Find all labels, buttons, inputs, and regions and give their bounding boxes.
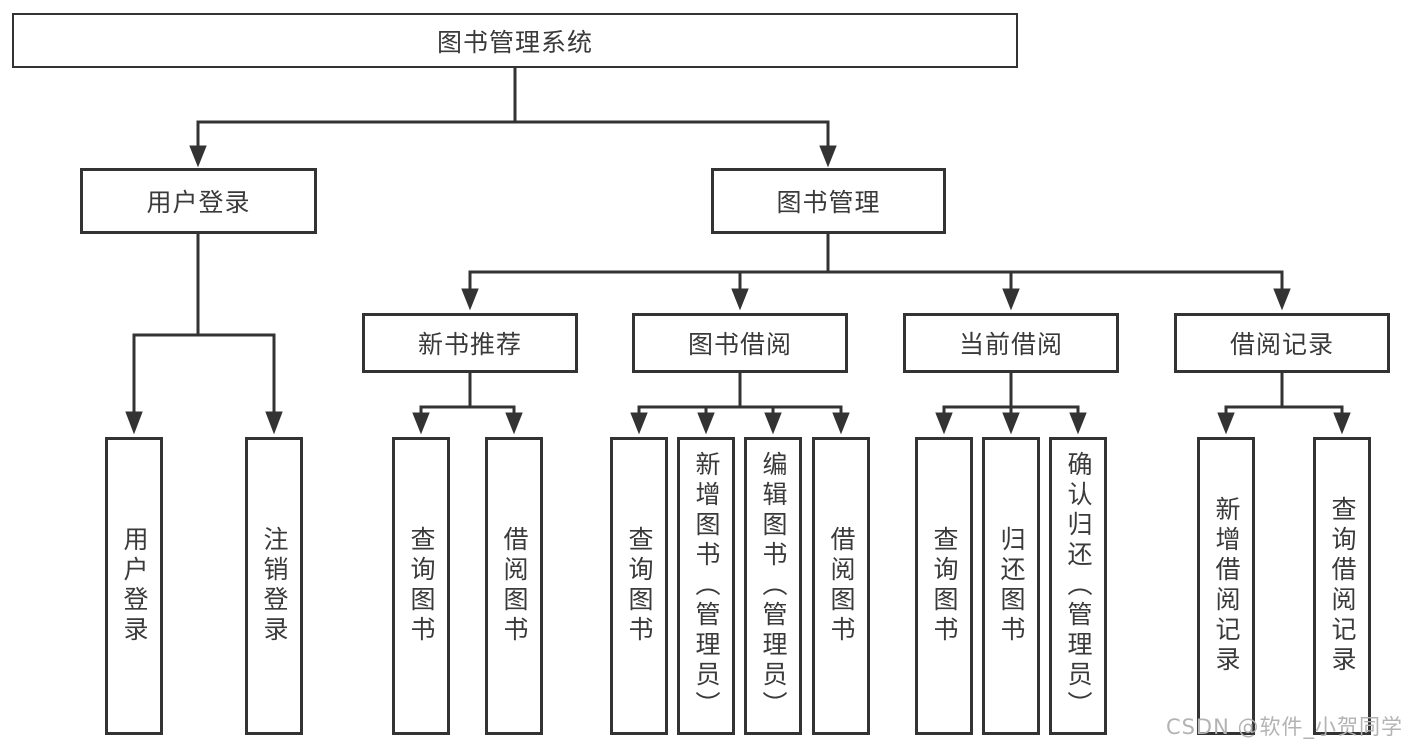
- node-label: 归还图书: [997, 526, 1026, 646]
- node-label: 查询借阅记录: [1328, 496, 1357, 676]
- node-label: 借阅记录: [1229, 330, 1334, 359]
- leaf-logout: 注销登录: [245, 437, 303, 735]
- node-label: 新书推荐: [417, 330, 522, 359]
- leaf-confirm-return-admin: 确认归还（管理员）: [1049, 437, 1107, 735]
- node-label: 查询图书: [625, 526, 654, 646]
- node-label: 编辑图书（管理员）: [759, 451, 788, 721]
- node-current-borrowing: 当前借阅: [903, 313, 1119, 373]
- connector-root-to-level2: [189, 68, 837, 168]
- node-book-borrowing: 图书借阅: [632, 313, 848, 373]
- leaf-query-borrow-record: 查询借阅记录: [1313, 437, 1371, 735]
- node-label: 借阅图书: [827, 526, 856, 646]
- node-label: 新增图书（管理员）: [692, 451, 721, 721]
- node-label: 新增借阅记录: [1212, 496, 1241, 676]
- node-label: 图书管理系统: [436, 27, 593, 57]
- node-label: 图书借阅: [687, 330, 792, 359]
- node-borrowing-records: 借阅记录: [1174, 313, 1390, 373]
- leaf-query-books-current: 查询图书: [915, 437, 973, 735]
- node-label: 图书管理: [776, 188, 881, 217]
- connector-newbooks-to-leaves: [412, 373, 523, 435]
- leaf-user-login: 用户登录: [105, 437, 163, 735]
- node-label: 注销登录: [260, 526, 289, 646]
- node-label: 用户登录: [146, 188, 251, 217]
- node-new-book-recommend: 新书推荐: [362, 313, 578, 373]
- node-label: 查询图书: [930, 526, 959, 646]
- connector-records-to-leaves: [1217, 373, 1351, 435]
- node-system-root: 图书管理系统: [12, 13, 1018, 68]
- leaf-borrow-books-recommend: 借阅图书: [485, 437, 543, 735]
- connector-borrowing-to-leaves: [630, 373, 850, 435]
- connector-bookmgmt-to-level3: [461, 234, 1291, 311]
- connector-current-to-leaves: [935, 373, 1087, 435]
- leaf-edit-books-admin: 编辑图书（管理员）: [744, 437, 802, 735]
- node-label: 当前借阅: [958, 330, 1063, 359]
- csdn-watermark: CSDN @软件_小贺同学: [1165, 715, 1403, 739]
- node-user-login-branch: 用户登录: [80, 168, 317, 234]
- leaf-add-books-admin: 新增图书（管理员）: [677, 437, 735, 735]
- node-label: 确认归还（管理员）: [1064, 451, 1093, 721]
- connector-userlogin-to-leaves: [125, 234, 283, 435]
- leaf-borrow-books: 借阅图书: [812, 437, 870, 735]
- node-label: 查询图书: [407, 526, 436, 646]
- leaf-add-borrow-record: 新增借阅记录: [1197, 437, 1255, 735]
- leaf-query-books-borrowing: 查询图书: [610, 437, 668, 735]
- node-label: 借阅图书: [500, 526, 529, 646]
- leaf-return-books: 归还图书: [982, 437, 1040, 735]
- node-book-management-branch: 图书管理: [711, 168, 946, 234]
- node-label: 用户登录: [120, 526, 149, 646]
- leaf-query-books-recommend: 查询图书: [392, 437, 450, 735]
